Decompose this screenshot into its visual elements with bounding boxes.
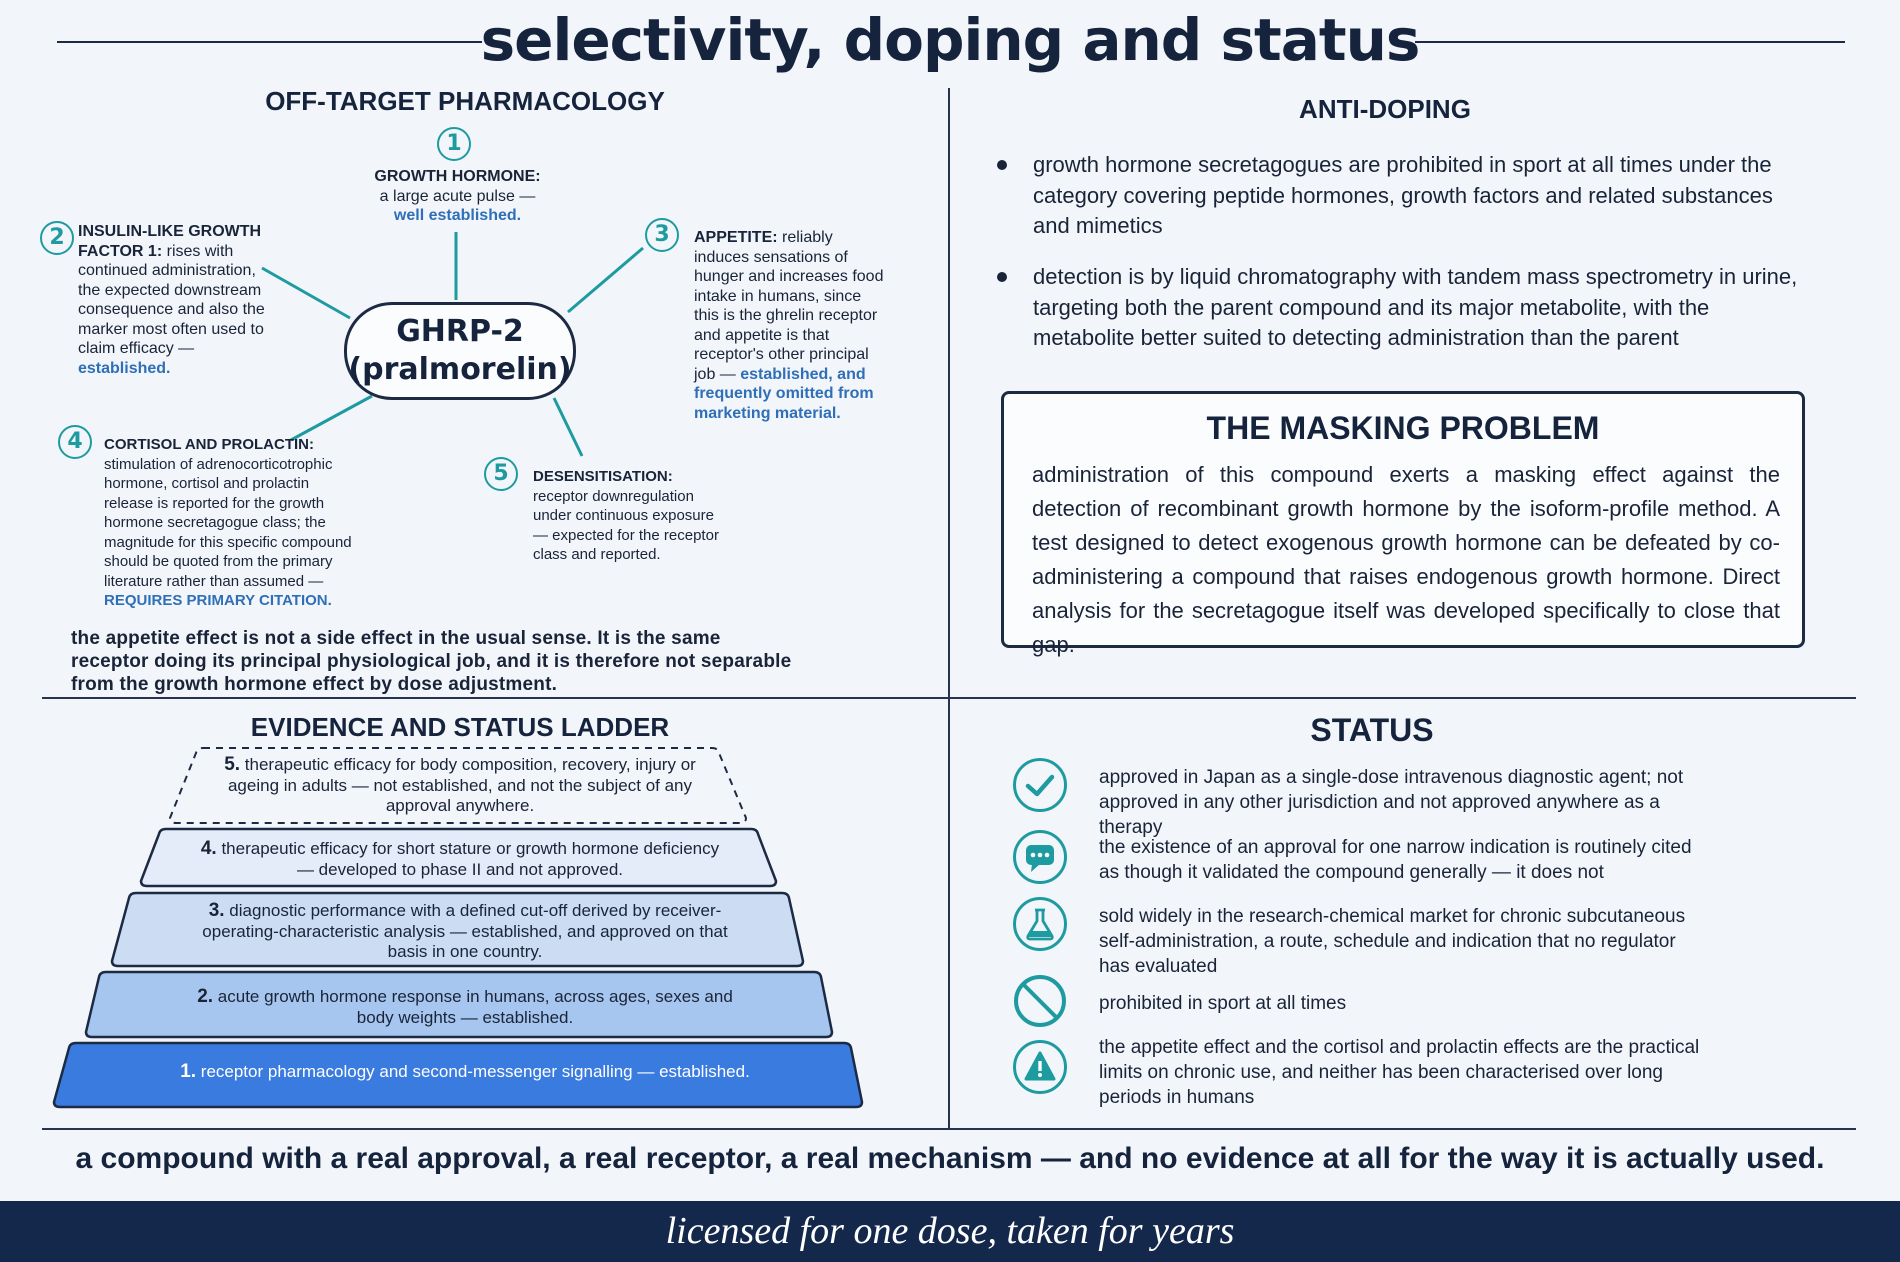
connector-3 bbox=[567, 246, 644, 314]
rung-number: 5. bbox=[224, 754, 241, 775]
rung-number: 3. bbox=[208, 900, 225, 921]
connector-5 bbox=[552, 397, 584, 457]
node-igf1: INSULIN-LIKE GROWTH FACTOR 1: rises with… bbox=[78, 222, 268, 378]
node-number-3: 3 bbox=[645, 218, 679, 252]
anti-doping-heading: ANTI-DOPING bbox=[1299, 94, 1471, 124]
warning-icon bbox=[1013, 1040, 1067, 1094]
node-text: stimulation of adrenocorticotrophic horm… bbox=[104, 455, 352, 590]
node-label: INSULIN-LIKE GROWTH FACTOR 1: bbox=[78, 223, 262, 260]
node-desensitisation: DESENSITISATION: receptor downregulation… bbox=[533, 467, 723, 565]
masking-problem-body: administration of this compound exerts a… bbox=[1032, 462, 1780, 657]
status-heading: STATUS bbox=[1310, 712, 1434, 748]
node-text: a large acute pulse — bbox=[379, 187, 536, 205]
rung-text: acute growth hormone response in humans,… bbox=[217, 987, 733, 1027]
ladder-rung-5 bbox=[168, 747, 748, 824]
node-number-2: 2 bbox=[40, 221, 74, 255]
off-target-heading: OFF-TARGET PHARMACOLOGY bbox=[265, 86, 665, 116]
node-appetite: APPETITE: reliably induces sensations of… bbox=[694, 228, 889, 423]
status-item-text: prohibited in sport at all times bbox=[1099, 993, 1347, 1014]
bullet-dot bbox=[997, 272, 1007, 282]
bullet-dot bbox=[997, 160, 1007, 170]
ladder-rung-4 bbox=[139, 827, 778, 888]
node-status: established. bbox=[78, 359, 171, 377]
bullet-text: growth hormone secretagogues are prohibi… bbox=[1033, 152, 1773, 238]
center-node-alias: (pralmorelin) bbox=[348, 352, 572, 387]
masking-problem-title: THE MASKING PROBLEM bbox=[1206, 410, 1600, 446]
status-item-text: the appetite effect and the cortisol and… bbox=[1099, 1037, 1700, 1108]
ladder-rung-1 bbox=[52, 1041, 864, 1109]
node-cortisol-prolactin: CORTISOL AND PROLACTIN: stimulation of a… bbox=[104, 435, 354, 611]
ladder-graphic bbox=[52, 747, 864, 1109]
vertical-divider bbox=[948, 88, 950, 1128]
status-item-text: the existence of an approval for one nar… bbox=[1099, 837, 1692, 883]
horizontal-divider-bottom bbox=[42, 1128, 1856, 1130]
node-text: receptor downregulation under continuous… bbox=[533, 487, 719, 564]
ladder-heading: EVIDENCE AND STATUS LADDER bbox=[250, 712, 670, 742]
node-label: CORTISOL AND PROLACTIN: bbox=[104, 436, 314, 453]
node-status: well established. bbox=[393, 207, 522, 224]
footer-tagline: licensed for one dose, taken for years bbox=[665, 1210, 1235, 1252]
node-text: reliably induces sensations of hunger an… bbox=[694, 229, 884, 383]
footer-band: licensed for one dose, taken for years bbox=[0, 1201, 1900, 1262]
center-node-compound: GHRP-2 (pralmorelin) bbox=[344, 302, 576, 400]
node-growth-hormone: GROWTH HORMONE: a large acute pulse — we… bbox=[345, 167, 570, 226]
ladder-rung-2 bbox=[84, 970, 834, 1039]
check-circle-icon bbox=[1013, 758, 1067, 812]
ladder-rung-text-2: 2. acute growth hormone response in huma… bbox=[190, 986, 740, 1028]
rung-text: diagnostic performance with a defined cu… bbox=[202, 901, 728, 961]
anti-doping-bullet: growth hormone secretagogues are prohibi… bbox=[997, 150, 1805, 242]
node-number-1: 1 bbox=[437, 127, 471, 161]
ladder-rung-text-4: 4. therapeutic efficacy for short statur… bbox=[195, 838, 725, 880]
masking-problem-box: THE MASKING PROBLEM administration of th… bbox=[1001, 391, 1805, 657]
node-status: REQUIRES PRIMARY CITATION. bbox=[104, 592, 332, 609]
title-rule-left bbox=[57, 41, 482, 43]
flask-icon bbox=[1013, 897, 1067, 951]
connector-4 bbox=[290, 394, 373, 442]
mind-map-connectors bbox=[261, 232, 644, 457]
node-label: GROWTH HORMONE: bbox=[374, 168, 541, 185]
page-title: selectivity, doping and status bbox=[480, 6, 1421, 74]
rung-number: 4. bbox=[200, 838, 217, 859]
ladder-rung-3 bbox=[110, 891, 805, 968]
center-node-name: GHRP-2 bbox=[396, 314, 524, 349]
node-text: rises with continued administration, the… bbox=[78, 242, 265, 358]
horizontal-divider-middle bbox=[42, 697, 1856, 699]
rung-number: 2. bbox=[197, 986, 214, 1007]
node-label: APPETITE: bbox=[694, 229, 778, 246]
rung-text: therapeutic efficacy for body compositio… bbox=[227, 755, 696, 815]
prohibited-icon bbox=[1013, 974, 1067, 1028]
ladder-rung-text-3: 3. diagnostic performance with a defined… bbox=[185, 900, 745, 963]
status-item-text: sold widely in the research-chemical mar… bbox=[1099, 906, 1686, 977]
rung-text: receptor pharmacology and second-messeng… bbox=[200, 1062, 750, 1081]
speech-bubble-icon bbox=[1013, 830, 1067, 884]
ladder-rung-text-1: 1. receptor pharmacology and second-mess… bbox=[110, 1061, 820, 1083]
title-rule-right bbox=[1415, 41, 1845, 43]
node-status: established, and frequently omitted from… bbox=[694, 365, 874, 422]
node-number-4: 4 bbox=[58, 425, 92, 459]
node-label: DESENSITISATION: bbox=[533, 468, 673, 485]
closing-statement: a compound with a real approval, a real … bbox=[75, 1142, 1825, 1175]
status-item-text: approved in Japan as a single-dose intra… bbox=[1099, 767, 1684, 838]
bullet-text: detection is by liquid chromatography wi… bbox=[1033, 264, 1798, 350]
appetite-note: the appetite effect is not a side effect… bbox=[71, 628, 792, 695]
ladder-rung-text-5: 5. therapeutic efficacy for body composi… bbox=[210, 754, 710, 817]
connector-2 bbox=[261, 266, 351, 320]
rung-text: therapeutic efficacy for short stature o… bbox=[221, 839, 720, 879]
node-number-5: 5 bbox=[484, 457, 518, 491]
anti-doping-bullet: detection is by liquid chromatography wi… bbox=[997, 262, 1805, 354]
rung-number: 1. bbox=[180, 1061, 197, 1082]
